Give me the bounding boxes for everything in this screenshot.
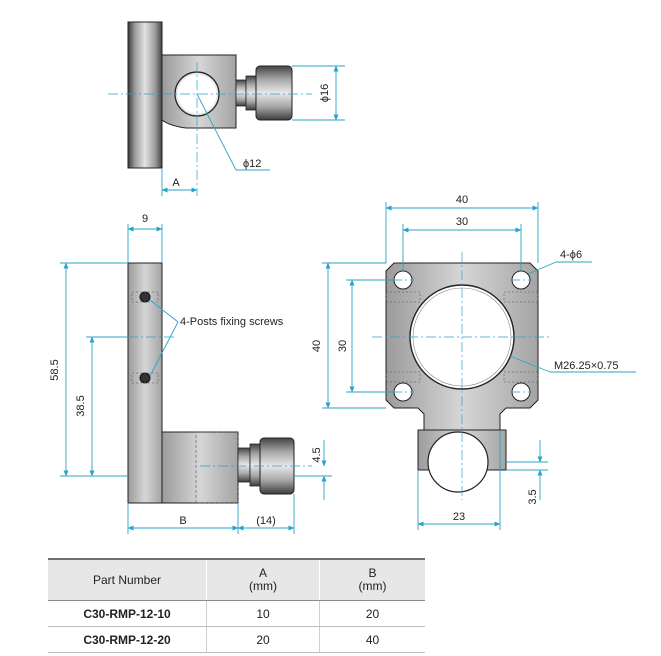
header-b: B (mm) <box>319 559 425 601</box>
label-knob-offset: 4.5 <box>311 447 323 462</box>
label-height-posts: 38.5 <box>75 395 87 416</box>
header-part-number: Part Number <box>48 559 207 601</box>
label-lower-width: 23 <box>453 511 465 523</box>
label-hole-spec: 4-ϕ6 <box>560 249 582 261</box>
technical-drawing: ϕ16 ϕ12 A 9 58.5 38. <box>49 21 636 534</box>
label-bore-diameter: ϕ12 <box>243 158 261 170</box>
cell-b: 40 <box>319 626 425 653</box>
label-thickness: 9 <box>142 213 148 225</box>
label-outer-width: 40 <box>456 194 468 206</box>
label-outer-height: 40 <box>311 340 323 352</box>
header-a: A (mm) <box>206 559 320 601</box>
cell-a: 10 <box>206 600 320 627</box>
cell-b: 20 <box>319 600 425 627</box>
cell-a: 20 <box>206 626 320 653</box>
callout-posts-screws: 4-Posts fixing screws <box>180 316 284 328</box>
label-offset-a: A <box>172 177 180 189</box>
table-row: C30-RMP-12-10 10 20 <box>48 600 425 627</box>
label-tube-diameter: ϕ16 <box>319 84 331 102</box>
cell-part: C30-RMP-12-20 <box>48 626 207 653</box>
front-view: 40 30 4-ϕ6 40 30 M26.25×0.75 23 3.5 <box>311 194 636 530</box>
label-lower-offset: 3.5 <box>527 489 539 504</box>
table-header-row: Part Number A (mm) B (mm) <box>48 559 425 601</box>
cell-part: C30-RMP-12-10 <box>48 600 207 627</box>
label-hole-spacing: 30 <box>456 216 468 228</box>
table-row: C30-RMP-12-20 20 40 <box>48 626 425 653</box>
side-view: 9 58.5 38.5 B (14) 4.5 4-Posts fixing sc… <box>49 213 332 534</box>
label-thread-spec: M26.25×0.75 <box>554 360 619 372</box>
label-knob: (14) <box>256 515 276 527</box>
label-height-total: 58.5 <box>49 359 61 380</box>
spec-table: Part Number A (mm) B (mm) C30-RMP-12-10 … <box>48 558 425 653</box>
label-base-b: B <box>179 515 186 527</box>
top-view: ϕ16 ϕ12 A <box>108 21 345 196</box>
label-hole-spacing-vertical: 30 <box>337 340 349 352</box>
